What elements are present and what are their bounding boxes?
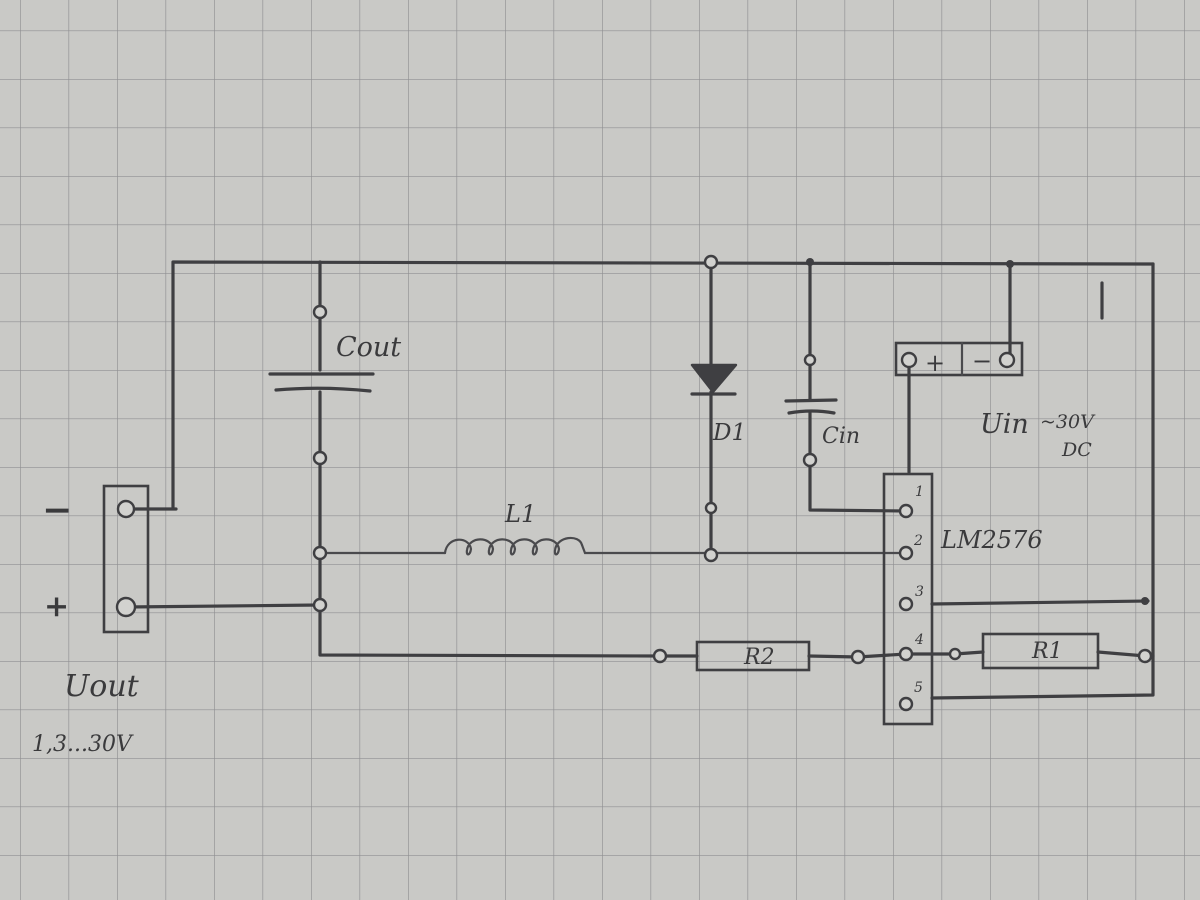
input-plus-sign: + (925, 349, 945, 377)
vin-type: DC (1061, 439, 1092, 461)
pin-2-label: 2 (913, 533, 923, 549)
input-terminal-block (894, 341, 1024, 377)
vin-value: ~30V (1040, 411, 1096, 433)
diode-d1 (690, 363, 738, 396)
nodes (115, 254, 1153, 712)
cout-label: Cout (336, 332, 401, 363)
resistor-r1 (981, 632, 1100, 670)
capacitor-cout (268, 372, 375, 393)
r2-label: R2 (743, 645, 775, 670)
pin-3-label: 3 (915, 584, 924, 600)
vout-range: 1,3...30V (32, 732, 134, 757)
resistor-r2 (695, 640, 811, 672)
cin-label: Cin (822, 424, 860, 449)
pin-5-label: 5 (914, 680, 923, 696)
ic-label: LM2576 (940, 526, 1043, 554)
output-terminal-block (102, 484, 150, 634)
d1-label: D1 (712, 420, 746, 446)
input-minus-sign: − (972, 347, 992, 375)
vin-label: Uin (980, 409, 1029, 440)
capacitor-cin (784, 398, 838, 415)
r1-label: R1 (1031, 639, 1063, 664)
vout-label: Uout (64, 669, 140, 704)
pin-1-label: 1 (915, 484, 924, 500)
pin-4-label: 4 (914, 632, 924, 648)
ic-lm2576 (882, 472, 934, 726)
output-plus-sign: + (44, 589, 69, 624)
output-minus-sign: − (42, 489, 72, 531)
l1-label: L1 (504, 500, 536, 528)
inductor-l1 (443, 536, 584, 556)
